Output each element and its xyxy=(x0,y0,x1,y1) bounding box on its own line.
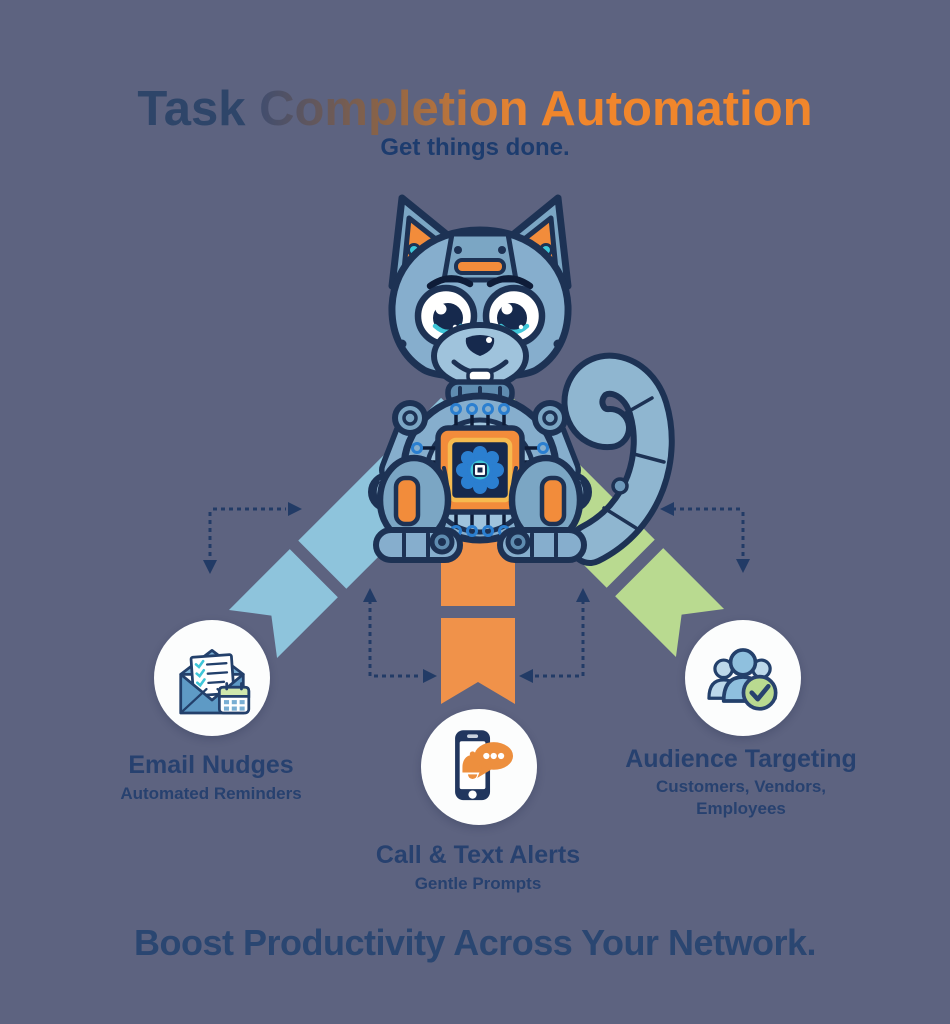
audience-node-circle xyxy=(685,620,801,736)
chat-bubble-icon xyxy=(474,742,514,779)
call-text-node-subtitle: Gentle Prompts xyxy=(414,873,542,893)
robot-tail xyxy=(561,352,675,566)
email-node-circle xyxy=(154,620,270,736)
robot-legs xyxy=(373,454,587,563)
audience-sub-line1: Customers, Vendors, xyxy=(655,776,827,796)
robot-squirrel-illustration xyxy=(368,194,675,566)
phone-bell-chat-icon xyxy=(455,730,514,801)
audience-node-subtitle: Customers, Vendors,Employees xyxy=(581,776,901,820)
calendar-icon xyxy=(217,682,251,715)
title-word-completion: Completion xyxy=(259,81,529,136)
email-node-title: Email Nudges xyxy=(128,751,294,779)
arrowheads xyxy=(203,502,750,683)
people-checkmark-icon xyxy=(707,648,778,711)
robot-muzzle xyxy=(431,322,529,390)
envelope-checklist-calendar-icon xyxy=(179,649,251,715)
dashed-arrows xyxy=(208,507,745,678)
page-subtitle: Get things done. xyxy=(380,134,570,161)
call-text-node-label: Call & Text Alerts Gentle Prompts xyxy=(318,841,638,895)
call-text-node-title: Call & Text Alerts xyxy=(375,841,581,869)
audience-sub-line2: Employees xyxy=(696,798,786,818)
robot-head xyxy=(388,226,572,390)
title-word-task: Task xyxy=(137,81,246,136)
title-word-automation: Automation xyxy=(540,81,813,136)
email-node-subtitle: Automated Reminders xyxy=(120,783,302,803)
checklist-paper xyxy=(189,653,236,698)
robot-eyebrows xyxy=(426,275,534,290)
dashed-arrow-mid-left xyxy=(368,600,421,678)
dashed-arrow-mid-right xyxy=(535,600,585,678)
checkmark-circle-icon xyxy=(741,674,778,711)
email-node-label: Email Nudges Automated Reminders xyxy=(51,751,371,805)
audience-node-title: Audience Targeting xyxy=(625,745,857,773)
call-text-node-circle xyxy=(421,709,537,825)
footer-headline: Boost Productivity Across Your Network. xyxy=(134,922,816,963)
page-title: Task Completion Automation xyxy=(0,81,950,137)
audience-node-label: Audience Targeting Customers, Vendors,Em… xyxy=(581,745,901,820)
